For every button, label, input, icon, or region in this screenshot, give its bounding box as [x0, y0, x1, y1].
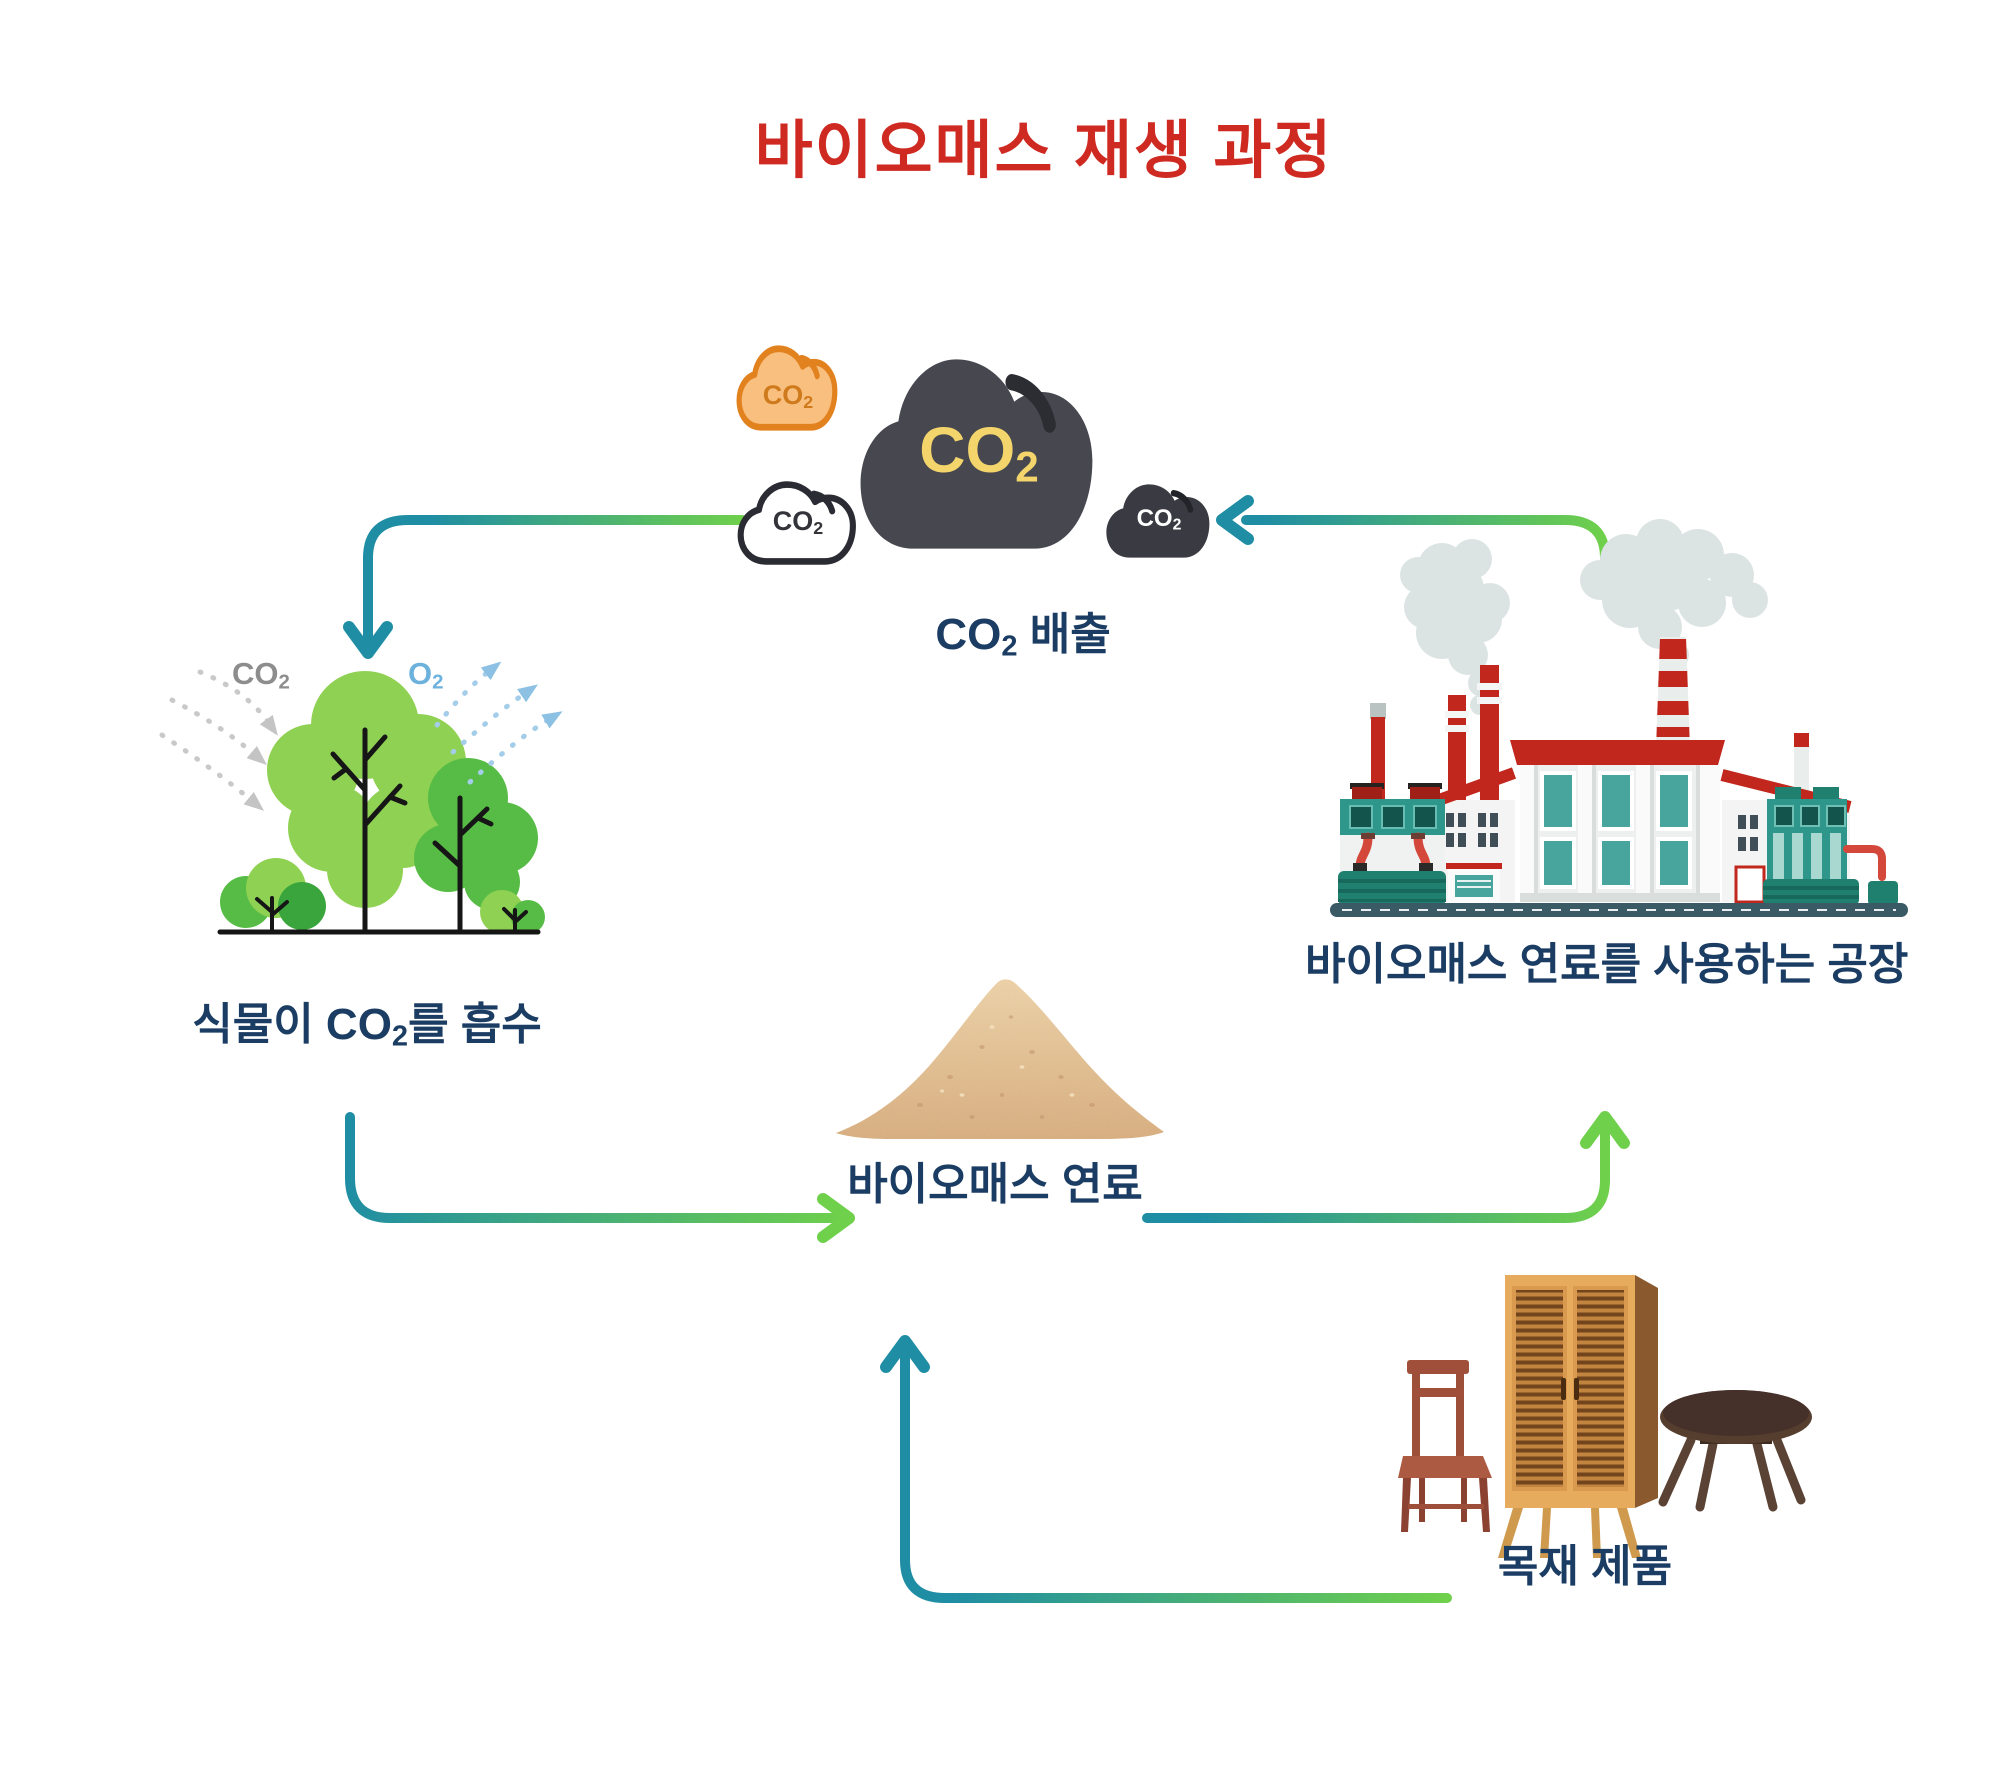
- cabinet: [1498, 1275, 1658, 1558]
- arrow-biomass-to-factory: [1142, 1111, 1630, 1223]
- smoke-left: [1400, 539, 1510, 715]
- factory-caption: 바이오매스 연료를 사용하는 공장: [1305, 940, 1909, 989]
- biomass-caption: 바이오매스 연료: [847, 1160, 1143, 1209]
- teal-unit-right: [1763, 787, 1898, 905]
- factory-illustration: [1330, 519, 1908, 917]
- co2-cloud-big-icon: [860, 359, 1093, 549]
- arrow-trees-to-biomass: [345, 1112, 855, 1243]
- table: [1658, 1390, 1812, 1512]
- wood-products-caption: 목재 제품: [1497, 1542, 1673, 1591]
- o2-release-arrows: [434, 661, 563, 785]
- tree-trunks: [330, 727, 494, 935]
- co2-cloud-white-label: CO2: [772, 506, 824, 538]
- furniture-illustration: [1398, 1275, 1812, 1558]
- bushes: [220, 858, 545, 934]
- tree-foliage: [267, 671, 538, 910]
- co2-cloud-orange-label: CO2: [762, 380, 814, 412]
- co2-intake-arrows: [159, 669, 278, 811]
- sawdust-pile-illustration: [836, 979, 1164, 1139]
- co2-cloud-dark-label: CO2: [1136, 505, 1182, 534]
- co2-absorb-label: CO2: [232, 656, 290, 694]
- teal-unit-left: [1338, 783, 1446, 905]
- arrow-wood-to-biomass: [880, 1335, 1452, 1603]
- o2-release-label: O2: [408, 656, 444, 694]
- co2-cloud-orange-icon: [736, 345, 838, 431]
- co2-cloud-dark-icon: [1106, 484, 1210, 558]
- factory-base: [1330, 903, 1908, 917]
- arrow-co2-to-trees: [343, 515, 747, 659]
- smoke-right: [1580, 519, 1768, 685]
- chair: [1398, 1360, 1492, 1532]
- main-building: [1510, 740, 1725, 902]
- trees-caption: 식물이 CO2를 흡수: [192, 1000, 542, 1053]
- co2-emission-label: CO2 배출: [935, 610, 1111, 663]
- trees-illustration: [159, 661, 563, 935]
- page-title: 바이오매스 재생 과정: [754, 116, 1334, 186]
- co2-cloud-big-label: CO2: [919, 414, 1039, 491]
- co2-cloud-white-icon: [737, 481, 856, 565]
